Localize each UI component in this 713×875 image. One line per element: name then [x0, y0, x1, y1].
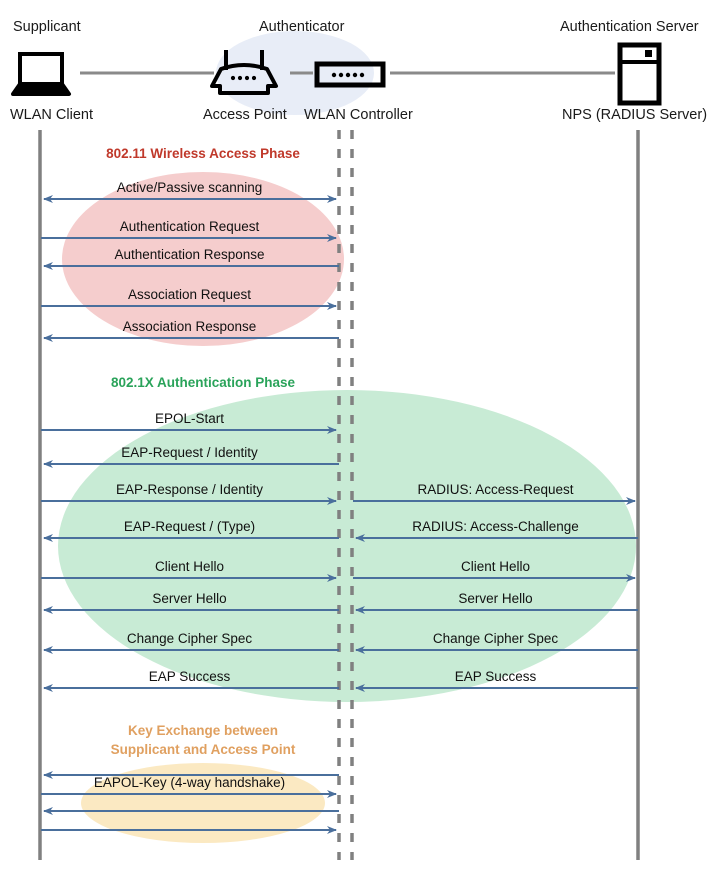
message-label-m13: EAP Success [148, 669, 231, 684]
message-label-m7: EAP-Request / Identity [121, 445, 258, 460]
server-rack-icon [617, 42, 662, 106]
phase-label-key-exchange-line2: Supplicant and Access Point [110, 742, 296, 757]
message-label-m3: Authentication Response [114, 247, 265, 262]
message-label-m10: Client Hello [154, 559, 225, 574]
network-switch-icon [314, 61, 386, 88]
message-label-m9-right: RADIUS: Access-Challenge [412, 519, 579, 534]
message-label-m4: Association Request [127, 287, 252, 302]
actor-role-authenticator: Authenticator [259, 19, 345, 35]
actor-device-nps-radius-server: NPS (RADIUS Server) [562, 107, 708, 123]
actor-device-wlan-client: WLAN Client [10, 107, 93, 123]
actor-device-wlan-controller: WLAN Controller [304, 107, 413, 123]
message-label-m12-right: Change Cipher Spec [432, 631, 559, 646]
message-label-m11: Server Hello [152, 591, 227, 606]
message-label-m8-right: RADIUS: Access-Request [417, 482, 574, 497]
message-label-m12: Change Cipher Spec [126, 631, 253, 646]
message-label-m9: EAP-Request / (Type) [123, 519, 256, 534]
phase-ellipse-wireless-access [62, 172, 344, 346]
message-label-m8: EAP-Response / Identity [115, 482, 264, 497]
actor-role-authentication-server: Authentication Server [560, 19, 699, 35]
phase-ellipse-key-exchange [81, 763, 325, 843]
message-label-m6: EPOL-Start [154, 411, 225, 426]
laptop-icon [11, 52, 71, 96]
phase-label-wireless-access: 802.11 Wireless Access Phase [106, 146, 300, 161]
message-label-m13-right: EAP Success [454, 669, 537, 684]
phase-label-key-exchange: Key Exchange between Supplicant and Acce… [53, 721, 353, 759]
message-label-m11-right: Server Hello [458, 591, 533, 606]
actor-role-supplicant: Supplicant [13, 19, 81, 35]
message-label-m2: Authentication Request [119, 219, 260, 234]
message-label-m15: EAPOL-Key (4-way handshake) [93, 775, 286, 790]
message-label-m1: Active/Passive scanning [116, 180, 263, 195]
phase-ellipse-dot1x-auth [58, 390, 636, 702]
wireless-access-point-icon [210, 50, 278, 95]
phase-label-key-exchange-line1: Key Exchange between [127, 723, 279, 738]
actor-device-access-point: Access Point [203, 107, 287, 123]
message-label-m5: Association Response [122, 319, 257, 334]
phase-label-dot1x-auth: 802.1X Authentication Phase [110, 375, 296, 390]
message-label-m10-right: Client Hello [460, 559, 531, 574]
